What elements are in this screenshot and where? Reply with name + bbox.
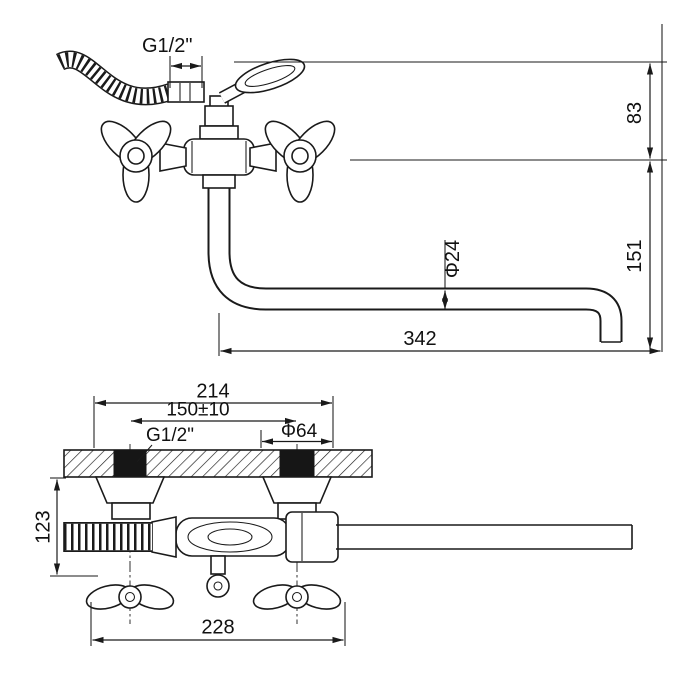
- spout: [202, 174, 623, 343]
- handle-right-plan[interactable]: [251, 581, 343, 614]
- flange-left: [94, 476, 166, 504]
- dim-phi64: Φ64: [281, 421, 318, 442]
- diverter-knob-plan[interactable]: [206, 555, 230, 598]
- wall-section: [63, 449, 373, 478]
- shower-head: [218, 58, 306, 104]
- dim-thread-front: G1/2": [142, 35, 192, 57]
- dim-342: 342: [403, 328, 436, 350]
- inlet-right: [279, 449, 315, 478]
- spout-plan: [336, 524, 633, 550]
- dim-83: 83: [624, 102, 646, 124]
- handle-cap-right: [291, 147, 309, 165]
- front-view: 83 151 342 Φ24 G1/2": [55, 24, 667, 356]
- body-plan: [151, 511, 339, 563]
- hose-cone: [151, 516, 177, 558]
- shower-hose: [55, 50, 205, 106]
- inlet-left: [113, 449, 147, 478]
- valve-bonnet-right: [249, 142, 277, 172]
- valve-bonnet-left: [159, 142, 187, 172]
- dim-214: 214: [196, 381, 229, 403]
- handle-right-front[interactable]: [258, 114, 341, 203]
- front-dimensions: 83 151 342 Φ24 G1/2": [142, 24, 667, 356]
- diverter: [199, 95, 239, 140]
- flange-right: [261, 476, 333, 504]
- dim-phi24: Φ24: [442, 240, 464, 278]
- spout-nut: [202, 174, 236, 189]
- dim-150: 150±10: [166, 400, 229, 421]
- dim-151: 151: [624, 239, 646, 272]
- handle-left-front[interactable]: [94, 114, 177, 203]
- swivel-nut: [285, 511, 339, 563]
- faucet-body: [159, 138, 277, 176]
- plan-view: 214 150±10 G1/2" Φ64 123 228: [33, 381, 633, 646]
- dim-228: 228: [201, 617, 234, 639]
- plan-dimensions: 214 150±10 G1/2" Φ64 123 228: [33, 381, 346, 646]
- dim-thread-plan: G1/2": [146, 425, 194, 446]
- hose-plan: [63, 522, 152, 552]
- dim-123: 123: [33, 510, 55, 543]
- handle-left-plan[interactable]: [84, 581, 176, 614]
- hose-nut: [167, 81, 205, 103]
- handle-cap-left: [127, 147, 145, 165]
